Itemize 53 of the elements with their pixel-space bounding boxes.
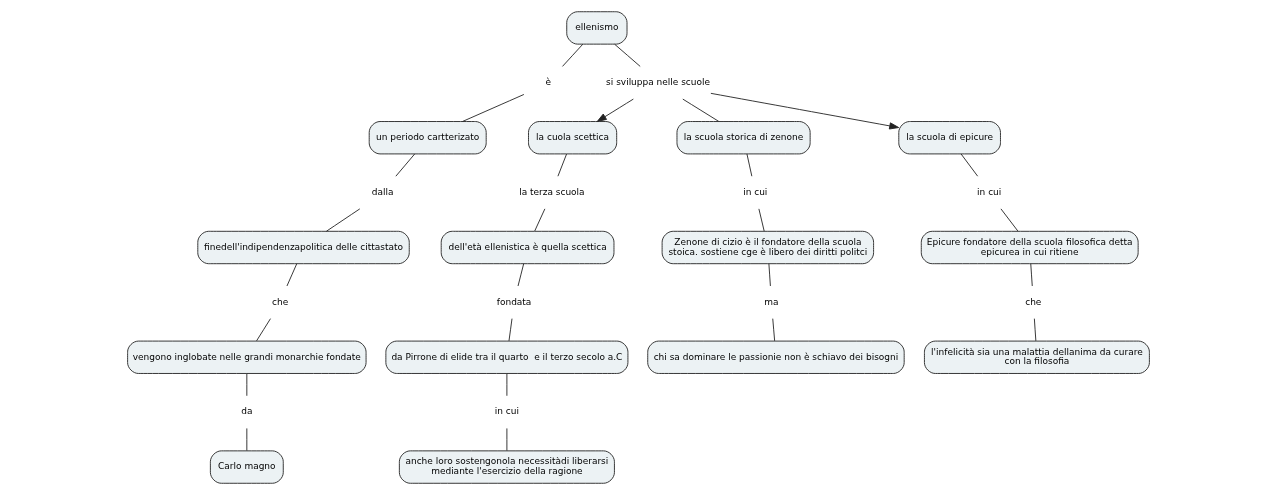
node-box: la cuola scettica: [528, 121, 618, 155]
node-box: da Pirrone di elide tra il quarto e il terzo secolo a.C: [385, 340, 629, 374]
connector: [960, 153, 979, 177]
node-box: chi sa dominare le passionie non è schiavo dei bisogni: [647, 340, 905, 374]
connector: [746, 153, 753, 177]
connector: [517, 263, 525, 287]
arrow: [710, 92, 900, 130]
connector: [614, 43, 641, 67]
node-box: dell'età ellenistica è quella scettica: [440, 230, 615, 265]
connector: [506, 373, 508, 397]
connector: [772, 318, 776, 342]
node-box: un periodo cartterizato: [368, 121, 487, 155]
connector: [508, 318, 513, 342]
connector: [462, 94, 525, 122]
node-box: ellenismo: [566, 11, 628, 45]
node-text: in cui: [743, 186, 768, 197]
node-text: ma: [764, 296, 779, 307]
connector: [286, 263, 298, 287]
connector: [1000, 208, 1019, 232]
node-box: vengono inglobate nelle grandi monarchie fondate: [127, 340, 367, 374]
connector: [758, 208, 765, 232]
node-box: Epicure fondatore della scuola filosofica detta epicurea in cui ritiene: [920, 230, 1139, 265]
connector: [395, 153, 416, 177]
node-box: la scuola di epicure: [898, 121, 1001, 155]
connector: [534, 208, 546, 232]
node-box: anche loro sostengonola necessitàdi liberarsi mediante l'esercizio della ragione: [398, 450, 615, 484]
connector: [246, 373, 248, 397]
node-text: è: [545, 77, 552, 88]
node-box: finedell'indipendenzapolitica delle cittastato: [197, 230, 410, 265]
node-text: in cui: [494, 406, 519, 417]
node-text: da: [241, 406, 253, 417]
connector: [1030, 263, 1033, 287]
connector: [325, 208, 361, 232]
node-box: l'infelicità sia una malattia dellanima da curare con la filosofia: [923, 340, 1150, 374]
connector: [506, 428, 508, 452]
connector: [682, 98, 720, 122]
connector: [768, 263, 771, 287]
node-text: in cui: [977, 186, 1002, 197]
node-box: Carlo magno: [209, 450, 284, 484]
node-box: Zenone di cizio è il fondatore della scuola stoica. sostiene cge è libero dei diritti politci: [661, 230, 875, 265]
arrow: [596, 98, 634, 122]
node-text: che: [1025, 296, 1042, 307]
node-text: la terza scuola: [519, 186, 585, 197]
node-text: che: [272, 296, 289, 307]
connector: [1033, 318, 1037, 342]
connector: [562, 43, 584, 67]
node-box: la scuola storica di zenone: [676, 121, 811, 155]
node-text: fondata: [496, 296, 532, 307]
connector: [256, 318, 271, 342]
node-text: dalla: [371, 186, 394, 197]
connector: [246, 428, 248, 452]
connector: [557, 153, 568, 177]
node-text: si sviluppa nelle scuole: [606, 77, 711, 88]
